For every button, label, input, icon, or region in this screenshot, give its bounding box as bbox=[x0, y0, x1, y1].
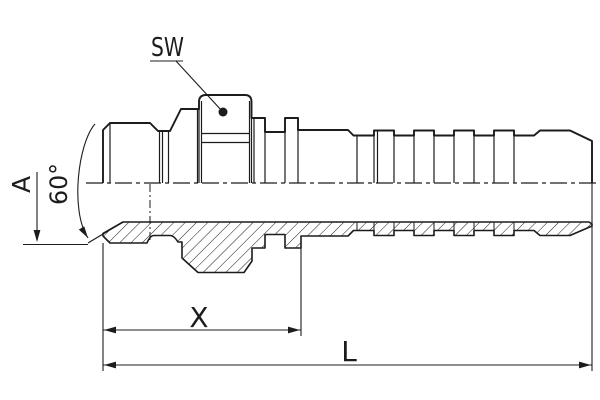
dimension-a: A bbox=[7, 172, 88, 246]
section-edge-lines bbox=[356, 222, 515, 231]
dimension-x: X bbox=[102, 243, 302, 371]
x-right-arrowhead bbox=[288, 326, 300, 334]
l-left-arrowhead bbox=[104, 361, 116, 369]
label-x: X bbox=[189, 301, 208, 334]
angle-arrowhead bbox=[78, 226, 88, 238]
cone-surface-extension-line bbox=[87, 221, 124, 244]
centerline bbox=[86, 182, 598, 241]
dimension-cone-angle: 60° bbox=[45, 123, 96, 239]
sw-leader-dot bbox=[218, 107, 228, 117]
dimension-l: L bbox=[103, 141, 593, 371]
section-material-hatched bbox=[102, 221, 593, 274]
l-right-arrowhead bbox=[579, 361, 591, 369]
dimension-sw: SW bbox=[150, 33, 228, 117]
sw-leader-line bbox=[175, 60, 223, 112]
label-l: L bbox=[341, 335, 357, 368]
upper-edge-lines bbox=[109, 101, 515, 183]
angle-arc bbox=[77, 123, 96, 239]
fitting-section-view bbox=[87, 221, 593, 274]
a-arrowhead bbox=[33, 230, 41, 242]
label-a: A bbox=[7, 176, 36, 193]
upper-silhouette bbox=[102, 94, 593, 183]
x-left-arrowhead bbox=[104, 326, 116, 334]
label-60deg: 60° bbox=[45, 163, 73, 205]
fitting-external-view bbox=[102, 94, 593, 183]
label-sw: SW bbox=[151, 33, 184, 63]
